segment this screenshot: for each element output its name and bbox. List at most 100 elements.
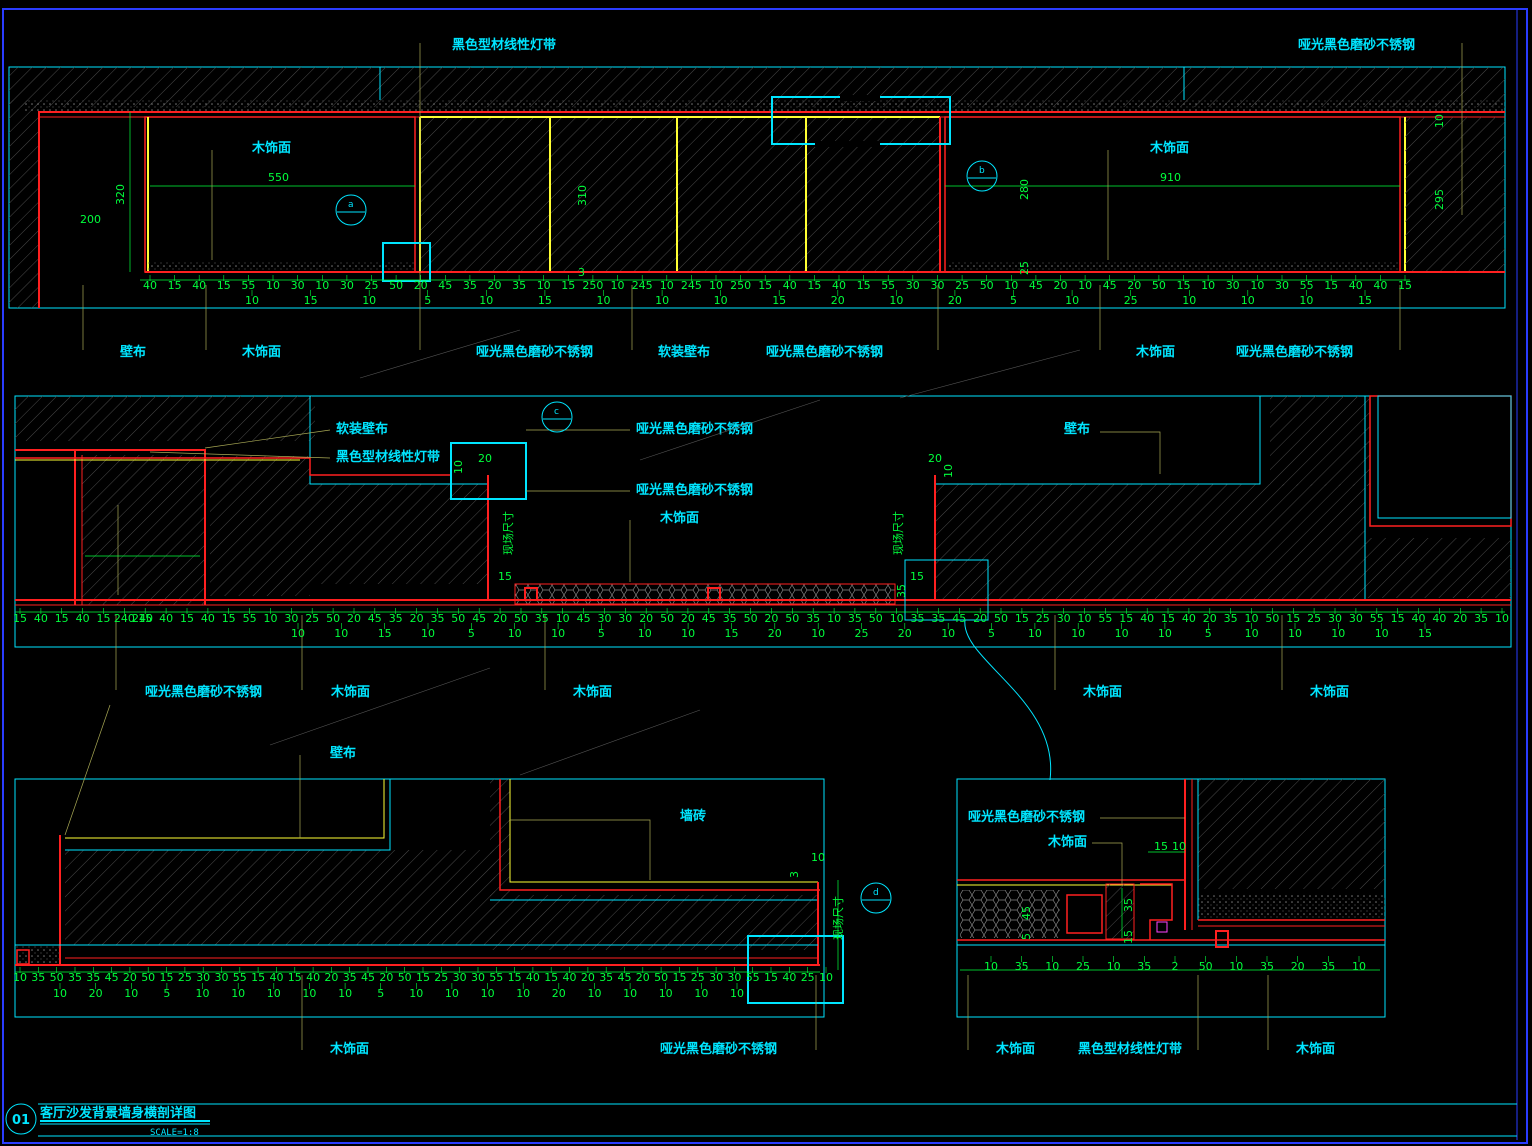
dimension-value: 40 [1140, 612, 1154, 625]
dimension-value: 5 [468, 627, 475, 640]
dimension-value: 10 [315, 279, 329, 292]
dimension-value: 40 [270, 971, 284, 984]
section-3-frame [14, 778, 825, 1018]
label-s2-bot-wood2: 木饰面 [572, 684, 612, 700]
dimension-value: 55 [233, 971, 247, 984]
dimension-value: 55 [243, 612, 257, 625]
dimension-value: 25 [801, 971, 815, 984]
dimension-value: 50 [50, 971, 64, 984]
dimension-value: 10 [1245, 612, 1259, 625]
label-s1-bot-wood: 木饰面 [241, 344, 281, 360]
dimension-value: 25 [305, 612, 319, 625]
dimension-value: 45 [952, 612, 966, 625]
dimension-value: 15 [758, 279, 772, 292]
dimension-value: 15 [168, 279, 182, 292]
dim-s2-35: 35 [895, 584, 908, 598]
dimension-value: 55 [1098, 612, 1112, 625]
dimension-value: 15 [1418, 627, 1432, 640]
dimension-value: 20 [1203, 612, 1217, 625]
dimension-value: 10 [1158, 627, 1172, 640]
dimension-value: 10 [291, 627, 305, 640]
dimension-value: 10 [516, 987, 530, 1000]
dimension-value: 10 [334, 627, 348, 640]
dimension-value: 10 [124, 987, 138, 1000]
section-1-wall-line [38, 111, 1505, 308]
dimension-value: 20 [1054, 279, 1068, 292]
dimension-value: 50 [785, 612, 799, 625]
title-block: 01 客厅沙发背景墙身横剖详图 SCALE=1:8 [5, 1103, 1517, 1138]
dimension-value: 45 [1103, 279, 1117, 292]
dimension-value: 15 [673, 971, 687, 984]
label-s2-field-size1: 现场尺寸 [501, 511, 515, 555]
section-2-highlight-right [904, 559, 989, 621]
dimension-value: 20 [89, 987, 103, 1000]
dimension-value: 30 [340, 279, 354, 292]
dimension-value: 10 [53, 987, 67, 1000]
dimension-value: 40 [1349, 279, 1363, 292]
label-s4-wood-top: 木饰面 [1047, 834, 1087, 850]
dimension-value: 55 [241, 279, 255, 292]
dimension-value: 10 [638, 627, 652, 640]
dimension-value: 50 [869, 612, 883, 625]
dimension-value: 30 [453, 971, 467, 984]
dimension-value: 20 [948, 294, 962, 307]
dimension-value: 10 [709, 279, 723, 292]
dimension-value: 40 [832, 279, 846, 292]
dimension-value: 10 [611, 279, 625, 292]
dimension-value: 25 [1036, 612, 1050, 625]
dimension-value: 40 [192, 279, 206, 292]
dimension-value: 55 [746, 971, 760, 984]
dimension-value: 5 [598, 627, 605, 640]
dimension-value: 20 [347, 612, 361, 625]
dimension-value: 2 [1172, 960, 1179, 973]
dimension-value: 10 [827, 612, 841, 625]
dimension-value: 45 [361, 971, 375, 984]
dimension-value: 20 [493, 612, 507, 625]
dimension-value: 40 [76, 612, 90, 625]
dimension-value: 15 [416, 971, 430, 984]
label-s2-steel2: 哑光黑色磨砂不锈钢 [636, 482, 753, 498]
dimension-value: 10 [1045, 960, 1059, 973]
dimension-value: 20 [552, 987, 566, 1000]
dimension-value: 20 [1291, 960, 1305, 973]
dimension-value: 15 [1161, 612, 1175, 625]
dimension-value: 40 [306, 971, 320, 984]
dimension-value: 10 [588, 987, 602, 1000]
dimension-value: 30 [1349, 612, 1363, 625]
dimension-value: 10 [481, 987, 495, 1000]
dimension-value: 15 [13, 612, 27, 625]
dimension-value: 245 [681, 279, 702, 292]
dimension-value: 20 [831, 294, 845, 307]
dimension-value: 45 [577, 612, 591, 625]
dim-s4-15v: 15 [1122, 930, 1135, 944]
dimension-value: 10 [1245, 627, 1259, 640]
dimension-value: 30 [727, 971, 741, 984]
dimension-value: 35 [389, 612, 403, 625]
label-s3-field-size: 现场尺寸 [831, 896, 845, 940]
dimension-value: 35 [931, 612, 945, 625]
dimension-value: 50 [744, 612, 758, 625]
dimension-value: 15 [1015, 612, 1029, 625]
dimension-value: 15 [1358, 294, 1372, 307]
dimension-value: 55 [1300, 279, 1314, 292]
dimension-value: 35 [512, 279, 526, 292]
label-s1-top-steel: 哑光黑色磨砂不锈钢 [1298, 37, 1415, 53]
section-1: a b 黑色型材线性灯带 哑光黑色磨砂不锈钢 木饰面 木饰面 壁布 木饰面 哑光… [8, 37, 1506, 360]
dim-s4-15: 15 [1154, 840, 1168, 853]
dimension-value: 50 [398, 971, 412, 984]
dimension-value: 45 [702, 612, 716, 625]
dimension-value: 10 [1229, 960, 1243, 973]
section-1-center-hatch [420, 117, 940, 272]
dimension-value: 5 [988, 627, 995, 640]
dimension-value: 45 [1029, 279, 1043, 292]
title-name: 客厅沙发背景墙身横剖详图 [40, 1105, 196, 1121]
dimension-value: 25 [855, 627, 869, 640]
label-s3-bot-wood: 木饰面 [329, 1041, 369, 1057]
dimension-value: 30 [1226, 279, 1240, 292]
label-s2-bot-wood4: 木饰面 [1309, 684, 1349, 700]
dimension-value: 40 [783, 279, 797, 292]
dimension-value: 15 [772, 294, 786, 307]
